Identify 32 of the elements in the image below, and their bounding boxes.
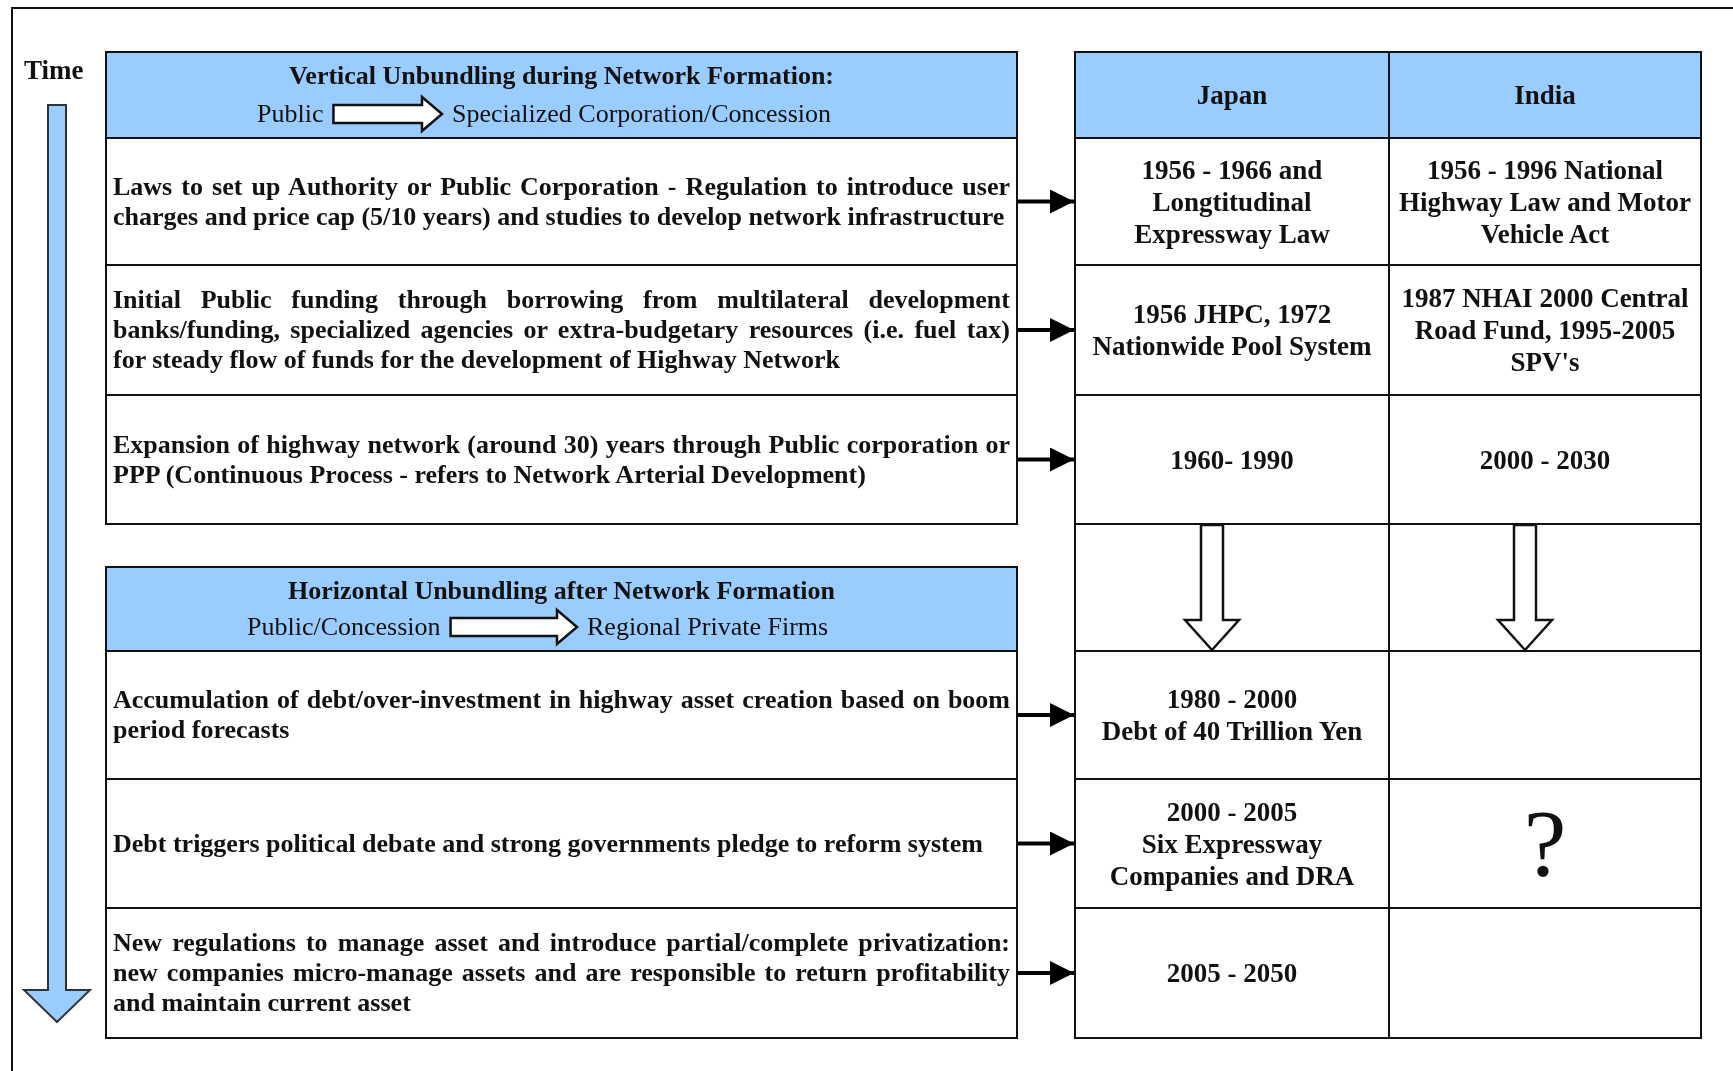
table-cell: 2005 - 2050	[1074, 907, 1390, 1039]
stage-box: Laws to set up Authority or Public Corporation - Regulation to introduce user charges and price cap (5/10 years) and studies to develop network infrastructure	[105, 137, 1018, 266]
stage-box: Debt triggers political debate and strong governments pledge to reform system	[105, 778, 1018, 909]
stage-box: New regulations to manage asset and introduce partial/complete privatization: new companies micro-manage assets and are responsible to return profitability and maintain current asset	[105, 907, 1018, 1039]
block-arrow	[1182, 523, 1242, 652]
date-text: 1980 - 2000	[1166, 683, 1298, 715]
arrow	[1018, 703, 1074, 727]
heading-text: Vertical Unbundling during Network Formation:	[287, 61, 836, 91]
description-text: Six Expressway Companies and DRA	[1108, 827, 1356, 892]
block-arrow	[1495, 523, 1555, 652]
column-header: Japan	[1074, 51, 1390, 139]
block-arrow	[449, 607, 579, 647]
block-arrow	[332, 94, 444, 134]
section-header	[105, 51, 1018, 139]
section-header	[105, 566, 1018, 652]
stage-box: Expansion of highway network (around 30) years through Public corporation or PPP (Continuous Process - refers to Network Arterial Development)	[105, 394, 1018, 525]
arrow	[1018, 189, 1074, 214]
phase-label: Specialized Corporation/Concession	[452, 99, 832, 129]
column-header: India	[1388, 51, 1702, 139]
arrow	[1018, 831, 1074, 856]
axis-label: Time	[24, 55, 84, 86]
arrow	[1018, 318, 1074, 342]
arrow	[1018, 447, 1074, 472]
phase-label: Regional Private Firms	[587, 612, 829, 642]
stage-box: Accumulation of debt/over-investment in highway asset creation based on boom period forecasts	[105, 650, 1018, 780]
heading-text: Horizontal Unbundling after Network Formation	[287, 576, 836, 606]
description-text: Debt of 40 Trillion Yen	[1101, 715, 1363, 747]
stage-box: Initial Public funding through borrowing from multilateral development banks/funding, specialized agencies or extra-budgetary resources (i.e. fuel tax) for steady flow of funds for the development of Highway Network	[105, 264, 1018, 396]
phase-label: Public/Concession	[247, 612, 441, 642]
phase-label: Public	[257, 99, 324, 129]
arrow	[1018, 961, 1074, 985]
date-text: 2000 - 2005	[1166, 795, 1298, 828]
